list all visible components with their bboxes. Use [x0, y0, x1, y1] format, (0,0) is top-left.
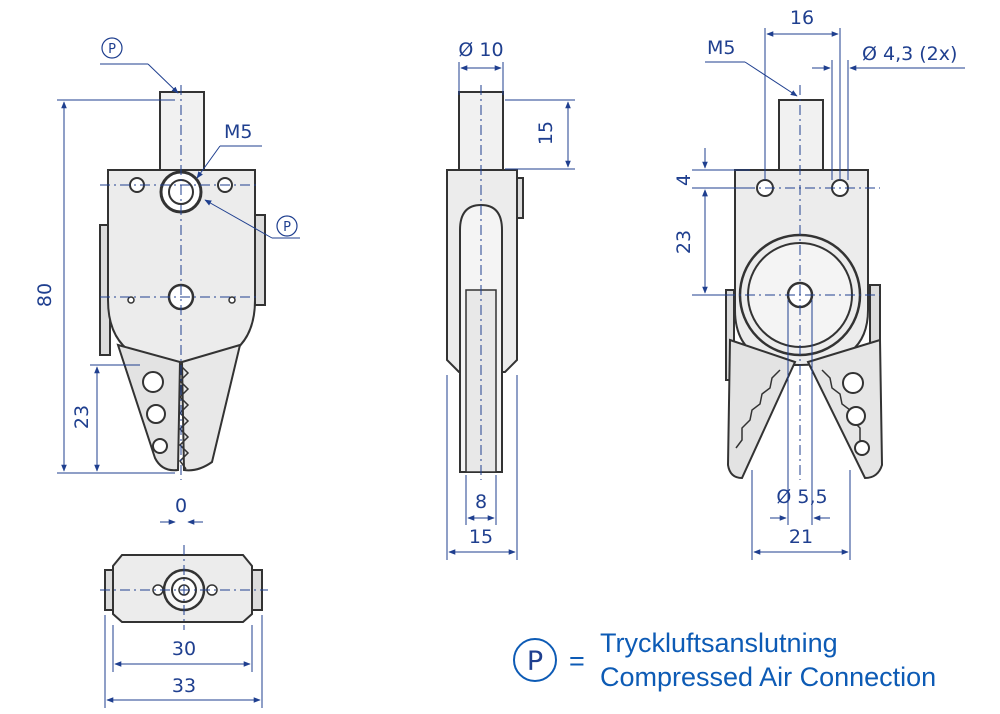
dim-33: 33	[172, 675, 196, 697]
legend-pressure-symbol	[513, 638, 557, 682]
dim-23-front: 23	[71, 405, 93, 429]
dim-30: 30	[172, 638, 196, 660]
svg-text:P: P	[283, 220, 291, 235]
dim-dia10: Ø 10	[458, 39, 503, 61]
rear-jaw-hole-3	[854, 440, 870, 456]
front-small-hole-left	[127, 296, 135, 304]
rear-teeth-left	[735, 369, 781, 449]
rear-jaw-left	[726, 338, 797, 480]
dim-4: 4	[673, 174, 695, 186]
front-small-hole-right	[228, 296, 236, 304]
dim-21: 21	[789, 526, 813, 548]
front-shaft	[159, 91, 205, 173]
pressure-symbol-top: P	[101, 37, 123, 59]
side-view: Ø 10 15 8 15	[446, 39, 575, 560]
legend-equals: =	[569, 646, 585, 676]
legend: P = Tryckluftsanslutning Compressed Air …	[513, 628, 936, 692]
legend-line-2: Compressed Air Connection	[600, 662, 936, 692]
dim-16: 16	[790, 7, 814, 29]
dim-0: 0	[175, 495, 187, 517]
rear-teeth-right	[821, 369, 867, 449]
legend-symbol-letter: P	[527, 646, 543, 677]
front-view: 80 23 P M5 P 0	[34, 37, 300, 525]
front-jaw-hole-2	[146, 404, 166, 424]
dim-dia55: Ø 5,5	[776, 486, 827, 508]
pressure-symbol-right: P	[276, 215, 298, 237]
rear-jaw-right	[806, 338, 884, 480]
rear-m5-label: M5	[707, 37, 735, 59]
svg-text:P: P	[108, 42, 116, 57]
front-jaw-right	[180, 343, 242, 472]
dim-dia43: Ø 4,3 (2x)	[862, 43, 957, 65]
rear-view: 16 Ø 4,3 (2x) M5 4 23 Ø 5,5 21	[673, 7, 965, 560]
dim-80: 80	[34, 283, 56, 307]
front-jaw-hole-1	[142, 371, 164, 393]
rear-jaw-hole-2	[846, 406, 866, 426]
front-m5-label: M5	[224, 121, 252, 143]
front-right-flange	[254, 214, 266, 306]
front-teeth	[178, 364, 190, 470]
legend-line-1: Tryckluftsanslutning	[600, 628, 838, 658]
rear-shaft	[778, 99, 824, 171]
dim-15-shaft: 15	[535, 121, 557, 145]
rear-jaw-hole-1	[842, 372, 864, 394]
dim-15-body: 15	[469, 526, 493, 548]
bottom-view: 30 33	[100, 545, 268, 708]
front-jaw-hole-3	[152, 438, 168, 454]
dim-8: 8	[475, 491, 487, 513]
dim-23-rear: 23	[673, 230, 695, 254]
